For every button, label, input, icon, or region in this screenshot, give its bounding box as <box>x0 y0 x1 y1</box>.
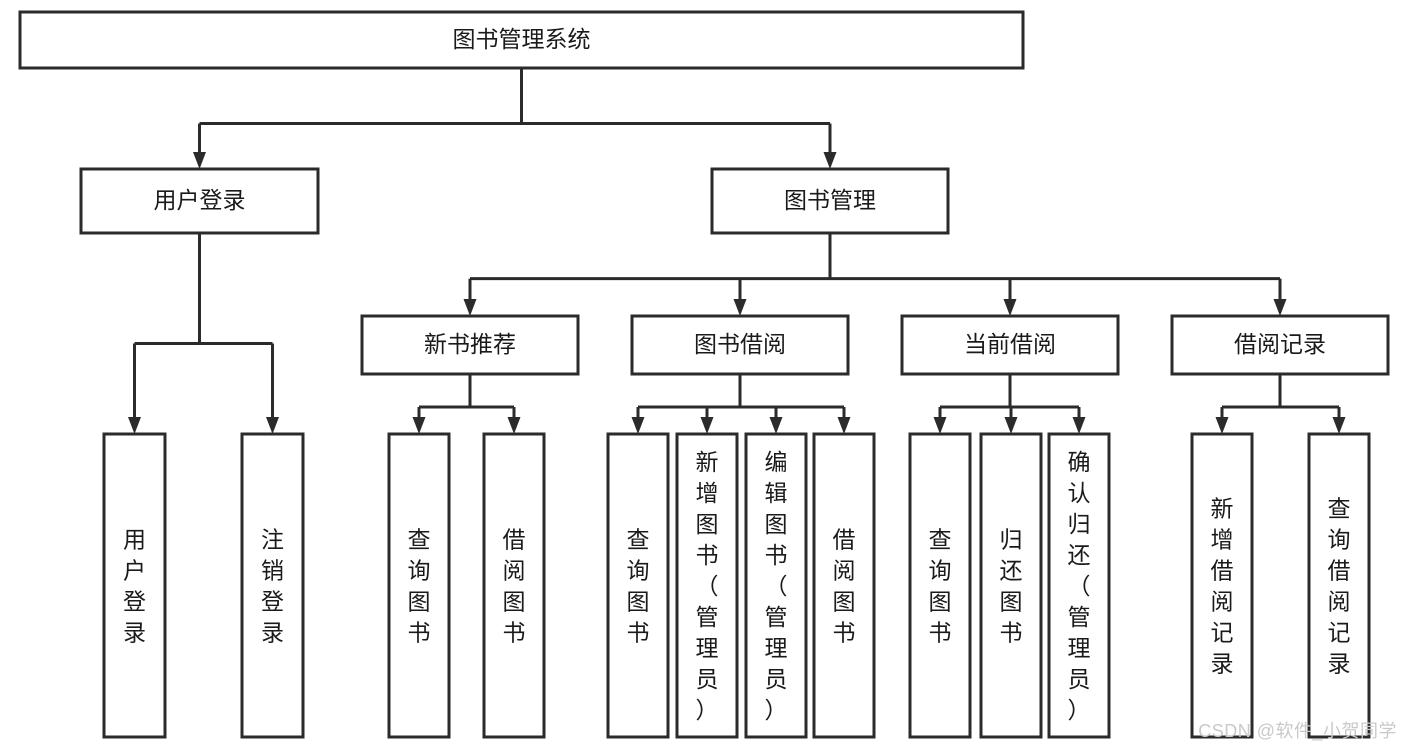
node-box <box>675 432 739 739</box>
node-label: 借阅图书 <box>833 527 856 646</box>
node-leaf-bb-borrow[interactable]: 借阅图书 <box>812 432 876 739</box>
node-book-manage[interactable]: 图书管理 <box>710 167 950 235</box>
node-label: 用户登录 <box>154 187 246 213</box>
csdn-watermark: CSDN @软件_小贺同学 <box>1198 721 1397 741</box>
node-box <box>812 432 876 739</box>
node-box <box>979 432 1043 739</box>
node-label: 归还图书 <box>1000 527 1023 646</box>
node-new-book-rec[interactable]: 新书推荐 <box>360 314 580 376</box>
node-current-borrow[interactable]: 当前借阅 <box>900 314 1120 376</box>
node-label: 编辑图书（管理员） <box>765 449 788 723</box>
node-label: 用户登录 <box>123 527 146 646</box>
node-layer: 图书管理系统用户登录图书管理新书推荐图书借阅当前借阅借阅记录用户登录注销登录查询… <box>18 10 1390 739</box>
node-leaf-rec-query[interactable]: 查询图书 <box>387 432 451 739</box>
node-box <box>1170 314 1390 376</box>
node-book-borrow[interactable]: 图书借阅 <box>630 314 850 376</box>
node-label: 查询借阅记录 <box>1328 496 1351 677</box>
node-label: 当前借阅 <box>964 331 1056 357</box>
node-leaf-logout[interactable]: 注销登录 <box>240 432 305 739</box>
node-leaf-cb-query[interactable]: 查询图书 <box>908 432 972 739</box>
node-label: 注销登录 <box>261 527 284 646</box>
node-box <box>1190 432 1254 739</box>
node-box <box>710 167 950 235</box>
node-label: 图书管理系统 <box>453 26 591 52</box>
node-leaf-br-add[interactable]: 新增借阅记录 <box>1190 432 1254 739</box>
node-box <box>18 10 1025 70</box>
node-label: 查询图书 <box>408 527 431 646</box>
node-box <box>908 432 972 739</box>
node-box <box>102 432 167 739</box>
node-user-login[interactable]: 用户登录 <box>79 167 320 235</box>
node-box <box>900 314 1120 376</box>
node-label: 查询图书 <box>929 527 952 646</box>
node-leaf-cb-confirm[interactable]: 确认归还（管理员） <box>1047 432 1111 739</box>
node-box <box>1047 432 1111 739</box>
node-label: 借阅图书 <box>503 527 526 646</box>
node-leaf-bb-add[interactable]: 新增图书（管理员） <box>675 432 739 739</box>
node-label: 查询图书 <box>627 527 650 646</box>
node-label: 图书管理 <box>784 187 876 213</box>
node-box <box>387 432 451 739</box>
node-box <box>482 432 546 739</box>
connector-layer <box>128 68 1346 434</box>
node-box <box>1307 432 1371 739</box>
node-box <box>79 167 320 235</box>
node-borrow-record[interactable]: 借阅记录 <box>1170 314 1390 376</box>
node-leaf-bb-query[interactable]: 查询图书 <box>606 432 670 739</box>
node-box <box>630 314 850 376</box>
node-leaf-bb-edit[interactable]: 编辑图书（管理员） <box>744 432 808 739</box>
node-label: 新增图书（管理员） <box>696 449 719 723</box>
node-label: 图书借阅 <box>694 331 786 357</box>
node-leaf-br-query[interactable]: 查询借阅记录 <box>1307 432 1371 739</box>
node-box <box>606 432 670 739</box>
node-label: 借阅记录 <box>1234 331 1326 357</box>
node-leaf-user-login[interactable]: 用户登录 <box>102 432 167 739</box>
node-label: 新增借阅记录 <box>1211 496 1234 677</box>
node-label: 确认归还（管理员） <box>1068 449 1091 723</box>
node-box <box>240 432 305 739</box>
node-label: 新书推荐 <box>424 331 516 357</box>
node-root[interactable]: 图书管理系统 <box>18 10 1025 70</box>
node-box <box>744 432 808 739</box>
node-leaf-cb-return[interactable]: 归还图书 <box>979 432 1043 739</box>
node-box <box>360 314 580 376</box>
node-leaf-rec-borrow[interactable]: 借阅图书 <box>482 432 546 739</box>
